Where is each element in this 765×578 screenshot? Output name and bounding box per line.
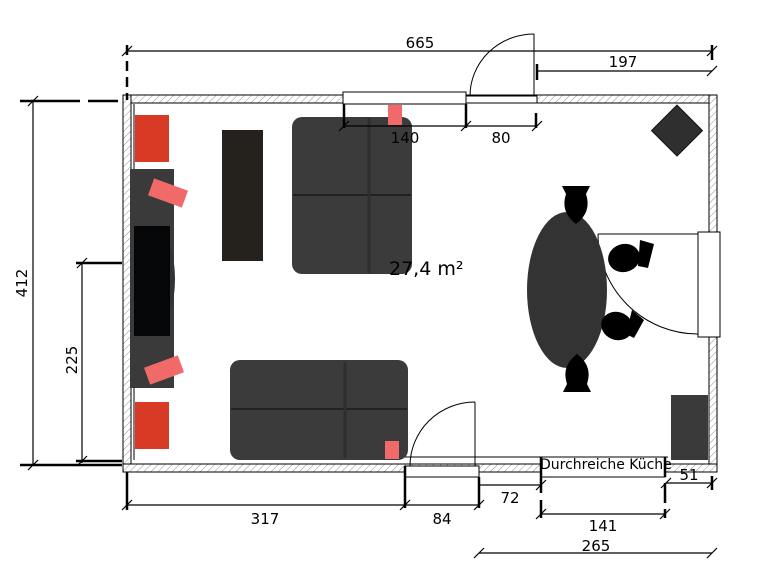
pink-lamp-bottom (385, 441, 399, 459)
dim-top-right: 197 (609, 53, 638, 71)
dim-door-bottom: 84 (432, 510, 451, 528)
window-top (342, 91, 467, 105)
pass-through-label: Durchreiche Küche (540, 457, 672, 473)
dim-window-top: 140 (391, 129, 420, 147)
dim-pass-through: 141 (589, 517, 618, 535)
coffee-table (222, 130, 263, 261)
dim-left-partial: 225 (63, 346, 81, 375)
sideboard (671, 395, 708, 460)
chair-icon (608, 243, 640, 273)
pink-lamp-top (388, 105, 402, 125)
dim-bottom-right: 265 (582, 537, 611, 555)
pink-cushion-bottom (144, 355, 184, 385)
red-side-table-bottom (135, 402, 169, 449)
walls (122, 94, 718, 473)
dim-total-width: 665 (406, 34, 435, 52)
door-right (597, 231, 721, 338)
sofa-bottom (230, 360, 408, 460)
dim-total-depth: 412 (13, 269, 31, 298)
dimension-lines (20, 45, 718, 559)
chair-icon (563, 354, 591, 392)
dim-bottom-left: 317 (251, 510, 280, 528)
sofa-top (292, 117, 412, 274)
red-side-table-top (135, 115, 169, 162)
dim-bottom-gap: 72 (500, 489, 519, 507)
armchair (650, 104, 704, 157)
dining-table (527, 212, 607, 368)
tv-stand (170, 244, 175, 314)
door-top (465, 33, 538, 104)
pink-cushion-top (148, 178, 188, 208)
tv (134, 226, 170, 336)
dining-chairs (562, 186, 654, 392)
dim-door-top: 80 (491, 129, 510, 147)
dim-right-corner: 51 (679, 466, 698, 484)
area-label: 27,4 m² (389, 258, 463, 280)
chair-icon (562, 186, 590, 224)
chair-icon (601, 311, 633, 341)
